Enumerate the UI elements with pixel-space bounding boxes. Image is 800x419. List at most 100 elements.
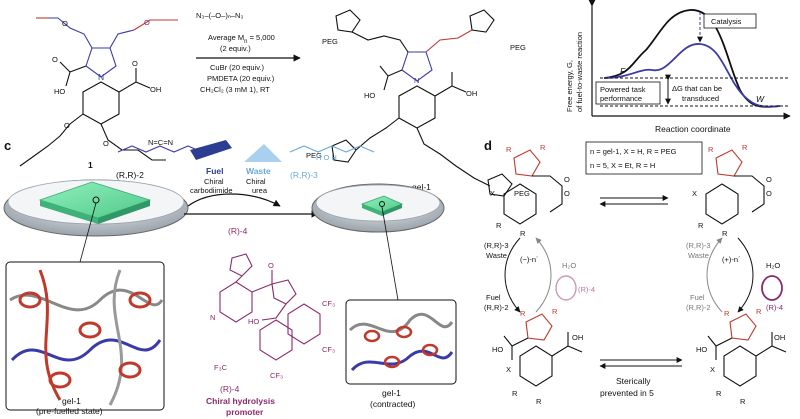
right-n: (+)-n´: [722, 255, 741, 264]
r-right-a: R: [698, 221, 704, 230]
triazole-1: [335, 9, 361, 33]
peg-2: PEG: [510, 43, 526, 52]
product-pyrrole-n: N: [414, 76, 419, 85]
left-fuel-word: Fuel: [486, 293, 501, 302]
r-right-b: R: [722, 229, 728, 238]
promoter-title-1: Chiral hydrolysis: [206, 396, 275, 406]
r-label-4: R: [742, 143, 748, 152]
r-br-4: R: [740, 397, 746, 406]
waste-pile-icon: [244, 144, 282, 162]
anhydride-right: R R O O X R R: [692, 143, 772, 238]
dg-label-1: ΔG that can be: [672, 84, 722, 93]
anhydride-right-benzene: [705, 183, 739, 225]
right-fuel-word: Fuel: [690, 293, 705, 302]
fuel-name: (R,R)-2: [116, 170, 144, 180]
left-waste-name: (R,R)-3: [484, 241, 509, 250]
promoter-label: (R)-4: [220, 384, 240, 394]
r-label-3: R: [708, 145, 714, 154]
waste-desc-1: Chiral: [246, 177, 266, 186]
mn-line: Average Mn = 5,000: [208, 33, 275, 45]
r-label-1: R: [506, 145, 512, 154]
left-dish: [3, 179, 189, 263]
y-axis-title-2: of fuel-to-waste reaction: [575, 32, 584, 112]
powered-task-2: performance: [600, 94, 642, 103]
gel-left-label-2: (pre-fuelled state): [36, 406, 103, 416]
cf3-3: CF₃: [322, 345, 335, 354]
r-bl-1: R: [520, 309, 526, 318]
catalysed-curve: [603, 43, 781, 108]
pyrrolidine-prolinol: [271, 279, 297, 305]
x-br: X: [710, 365, 715, 374]
anhydride-left-benzene: [503, 183, 537, 225]
y-axis-title-1: Free energy, G,: [565, 60, 574, 112]
gel-left-label-1: gel-1: [62, 396, 81, 406]
key-line-1: n = gel-1, X = H, R = PEG: [590, 147, 677, 156]
promoter-structure: N O HO F₃C CF₃ CF₃ CF₃ (R)-4 Chiral hydr…: [206, 253, 335, 417]
product-ho: HO: [364, 91, 375, 100]
promoter-ho: HO: [248, 317, 259, 326]
diacid-left-oh: OH: [572, 333, 583, 342]
panel-a-conditions: N₃–(–O–)ₙ–N₃ Average Mn = 5,000 (2 equiv…: [196, 11, 301, 94]
peg-1: PEG: [322, 37, 338, 46]
equiv-text: (2 equiv.): [220, 44, 251, 53]
diacid-right-pyrrole: [729, 313, 757, 341]
left-cat-cycle: [555, 275, 577, 301]
left-fuel: (R,R)-2: [484, 303, 509, 312]
pyrrolidine-top: [229, 253, 253, 277]
amide-o: O: [268, 261, 274, 270]
right-h2o: H₂O: [766, 261, 780, 270]
diacid-left-pyrrole: [525, 313, 553, 341]
pyrrole-ho: HO: [54, 87, 65, 96]
fuel-desc-2: carbodiimide: [190, 186, 233, 195]
triazole-4: [487, 173, 513, 197]
f3c-1: F₃C: [214, 363, 228, 372]
anhydride-right-pyrrole: [715, 149, 743, 177]
ether-o-1: O: [64, 121, 70, 130]
peg-3: PEG: [306, 151, 322, 160]
r-bl-3: R: [512, 389, 518, 398]
waste-word: Waste: [246, 166, 271, 176]
promoter-short: (R)-4: [228, 226, 248, 236]
right-cycle: (R,R)-3 Waste (+)-n´ H₂O (R)-4 Fuel (R,R…: [686, 237, 783, 313]
cf3-1: CF₃: [270, 371, 283, 380]
aryl-ring-1: [259, 319, 293, 361]
diacid-right-benzene: [723, 345, 757, 387]
ether-o-left: O: [62, 19, 68, 28]
fuel-to-waste-arrow: [187, 193, 281, 207]
cf3-2: CF₃: [322, 299, 335, 308]
r-label-2: R: [540, 143, 546, 152]
benzoic-o: O: [132, 59, 138, 68]
urea-hn-nh: H O H: [316, 153, 337, 162]
left-waste-word: Waste: [486, 251, 507, 260]
benzene-ring: [82, 81, 120, 125]
sterically-2: prevented in 5: [600, 388, 654, 398]
triazole-3: [331, 139, 357, 163]
diacid-right: R R HO OH X R R: [696, 307, 787, 406]
panel-d-key: n = gel-1, X = H, R = PEG n = 5, X = Et,…: [585, 141, 703, 175]
right-waste-word: Waste: [688, 251, 709, 260]
carbodiimide-ncn: N=C=N: [148, 138, 173, 147]
carbonyl-o: O: [52, 55, 58, 64]
pyridine-ring: [219, 281, 253, 323]
promoter-title-2: promoter: [226, 407, 264, 417]
reagent-formula: N₃–(–O–)ₙ–N₃: [196, 11, 243, 20]
equilibrium-top: [599, 195, 669, 207]
left-network-inset: gel-1 (pre-fuelled state): [5, 261, 165, 416]
r-bl-2: R: [552, 307, 558, 316]
equilibrium-bottom: Sterically prevented in 5: [599, 357, 683, 398]
right-dish: [311, 183, 445, 301]
panel-c-label: c: [4, 138, 11, 153]
diacid-left: R R HO OH X R R: [492, 307, 583, 406]
diacid-left-benzene: [519, 345, 553, 387]
x-right: X: [692, 189, 697, 198]
dg-label-2: transduced: [682, 94, 719, 103]
compound-1-label: 1: [88, 160, 93, 170]
left-h2o: H₂O: [562, 261, 576, 270]
anhydride-o-left: O: [564, 189, 570, 198]
powered-task-1: Powered task: [600, 85, 646, 94]
x-left: X: [490, 189, 495, 198]
cond-cubr: CuBr (20 equiv.): [210, 63, 265, 72]
cond-pmdeta: PMDETA (20 equiv.): [207, 74, 275, 83]
anhydride-o2-right: O: [766, 175, 772, 184]
